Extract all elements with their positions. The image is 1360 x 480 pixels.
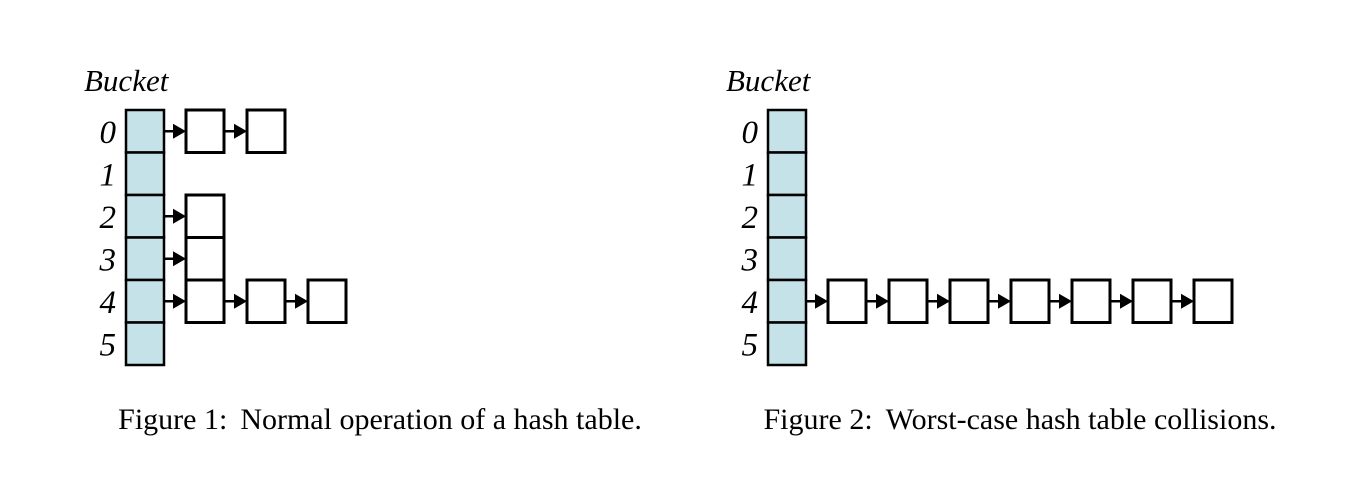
chain-node-bucket4-5 bbox=[1070, 278, 1112, 324]
figure-1-caption-text: Normal operation of a hash table. bbox=[240, 403, 642, 436]
chain-node-bucket4-2 bbox=[245, 278, 287, 324]
bucket-cell-0 bbox=[766, 108, 808, 154]
figure-1-bucket-column-header: Bucket bbox=[84, 63, 170, 98]
bucket-cell-5 bbox=[124, 321, 166, 367]
figure-2-hash-table-diagram: Bucket 0 1 2 3 4 5 bbox=[726, 63, 1234, 367]
bucket-index-label-0: 0 bbox=[100, 115, 117, 151]
bucket-index-label-4: 4 bbox=[742, 285, 759, 321]
bucket-index-label-5: 5 bbox=[742, 327, 759, 363]
bucket-cell-2 bbox=[124, 193, 166, 239]
pointer-arrow bbox=[164, 251, 186, 267]
bucket-index-label-3: 3 bbox=[99, 242, 117, 278]
figure-1-panel: Bucket 0 1 2 3 4 5 Figure 1: Normal operation o… bbox=[84, 63, 642, 438]
pointer-arrow bbox=[988, 293, 1011, 309]
figure-1-hash-table-diagram: Bucket 0 1 2 3 4 5 bbox=[84, 63, 348, 367]
pointer-arrow bbox=[164, 293, 186, 309]
chain-node-bucket4-4 bbox=[1009, 278, 1051, 324]
pointer-arrow bbox=[806, 293, 828, 309]
pointer-arrow bbox=[927, 293, 950, 309]
bucket-index-label-1: 1 bbox=[100, 157, 117, 193]
figure-2-panel: Bucket 0 1 2 3 4 5 Figure 2: Worst-case hash ta… bbox=[680, 0, 1360, 480]
bucket-index-label-3: 3 bbox=[741, 242, 759, 278]
chain-node-bucket4-3 bbox=[948, 278, 990, 324]
pointer-arrow bbox=[285, 293, 308, 309]
pointer-arrow bbox=[1049, 293, 1072, 309]
bucket-cell-4 bbox=[766, 278, 808, 324]
chain-node-bucket0-1 bbox=[184, 108, 226, 154]
bucket-index-label-1: 1 bbox=[742, 157, 759, 193]
bucket-cell-1 bbox=[766, 151, 808, 197]
chain-node-bucket3-1 bbox=[184, 236, 226, 282]
pointer-arrow bbox=[866, 293, 889, 309]
bucket-cell-2 bbox=[766, 193, 808, 239]
bucket-index-label-2: 2 bbox=[742, 200, 759, 236]
bucket-cell-0 bbox=[124, 108, 166, 154]
bucket-cell-1 bbox=[124, 151, 166, 197]
pointer-arrow bbox=[164, 123, 186, 139]
chain-node-bucket0-2 bbox=[245, 108, 287, 154]
bucket-cell-3 bbox=[766, 236, 808, 282]
bucket-index-label-5: 5 bbox=[100, 327, 117, 363]
bucket-index-label-4: 4 bbox=[100, 285, 117, 321]
pointer-arrow bbox=[164, 208, 186, 224]
figure-2-caption-label: Figure 2: bbox=[763, 403, 873, 436]
figure-1-caption: Figure 1: Normal operation of a hash tabl… bbox=[118, 402, 642, 438]
chain-node-bucket4-3 bbox=[306, 278, 348, 324]
figure-1-caption-label: Figure 1: bbox=[118, 403, 228, 436]
bucket-cell-5 bbox=[766, 321, 808, 367]
figure-2-caption: Figure 2: Worst-case hash table collision… bbox=[764, 402, 1277, 438]
pointer-arrow bbox=[224, 123, 247, 139]
pointer-arrow bbox=[1171, 293, 1194, 309]
bucket-index-label-2: 2 bbox=[100, 200, 117, 236]
bucket-cell-3 bbox=[124, 236, 166, 282]
chain-node-bucket4-1 bbox=[184, 278, 226, 324]
chain-node-bucket4-1 bbox=[826, 278, 868, 324]
bucket-index-label-0: 0 bbox=[742, 115, 759, 151]
chain-node-bucket2-1 bbox=[184, 193, 226, 239]
chain-node-bucket4-2 bbox=[887, 278, 929, 324]
chain-node-bucket4-6 bbox=[1131, 278, 1173, 324]
figure-2-bucket-column-header: Bucket bbox=[726, 63, 812, 98]
figure-2-caption-text: Worst-case hash table collisions. bbox=[885, 403, 1277, 436]
pointer-arrow bbox=[1110, 293, 1133, 309]
bucket-cell-4 bbox=[124, 278, 166, 324]
pointer-arrow bbox=[224, 293, 247, 309]
chain-node-bucket4-7 bbox=[1192, 278, 1234, 324]
